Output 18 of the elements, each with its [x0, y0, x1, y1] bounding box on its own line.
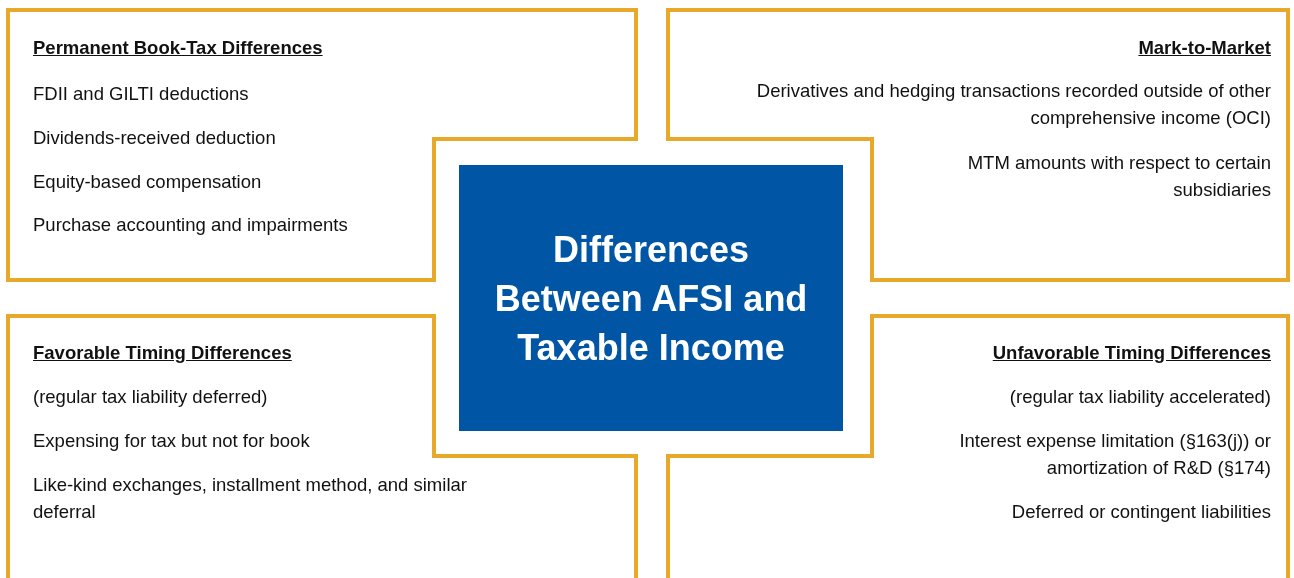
- panel-item: Expensing for tax but not for book: [33, 429, 311, 453]
- panel-item: Equity-based compensation: [33, 170, 263, 194]
- panel-item: (regular tax liability accelerated): [1008, 385, 1271, 409]
- panel-heading: Permanent Book-Tax Differences: [33, 36, 324, 60]
- center-title: Differences Between AFSI and Taxable Income: [493, 227, 809, 370]
- panel-item: Interest expense limitation (§163(j)) or amortization of R&D (§174): [958, 429, 1271, 480]
- panel-item: MTM amounts with respect to certain subsidiaries: [966, 151, 1271, 202]
- center-box: [459, 165, 843, 431]
- panel-heading: Mark-to-Market: [1137, 36, 1271, 60]
- panel-item: Deferred or contingent liabilities: [1010, 500, 1271, 524]
- panel-item: Dividends-received deduction: [33, 126, 277, 150]
- panel-item: (regular tax liability deferred): [33, 385, 269, 409]
- panel-heading: Unfavorable Timing Differences: [991, 341, 1271, 365]
- panel-heading: Favorable Timing Differences: [33, 341, 293, 365]
- panel-item: FDII and GILTI deductions: [33, 82, 250, 106]
- panel-item: Derivatives and hedging transactions recorded outside of other comprehensive income (OCI): [755, 79, 1271, 130]
- panel-item: Purchase accounting and impairments: [33, 213, 349, 237]
- panel-item: Like-kind exchanges, installment method, and similar deferral: [33, 473, 468, 524]
